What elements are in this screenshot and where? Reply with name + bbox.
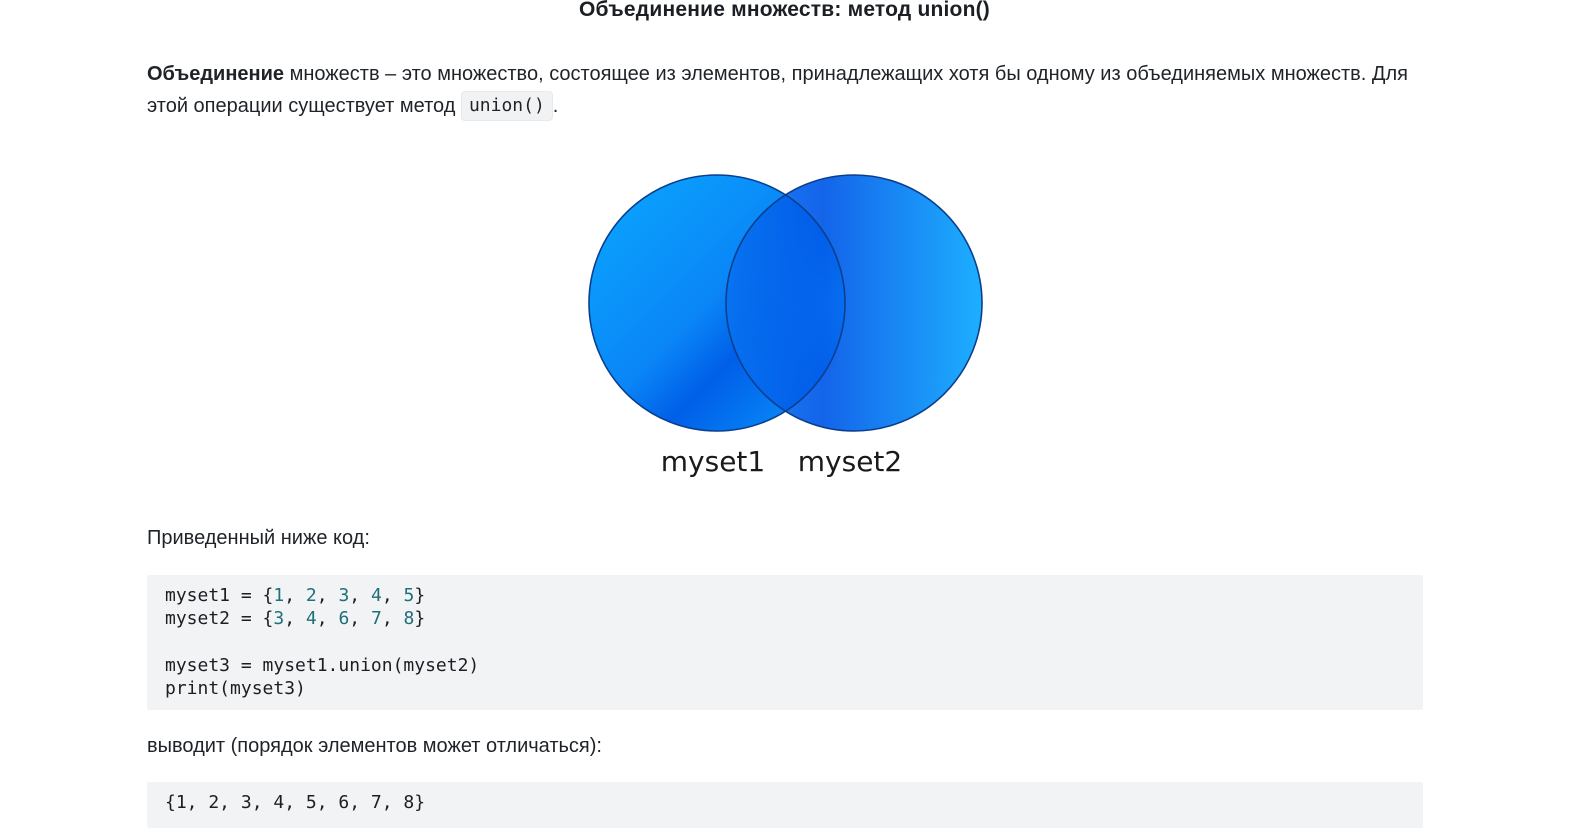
code-intro-text: Приведенный ниже код: (147, 527, 370, 549)
code-line: print(myset3) (165, 678, 306, 700)
code-separator: , (349, 585, 371, 606)
code-separator: , (349, 608, 371, 630)
code-separator: , (284, 608, 306, 630)
code-number: 1 (273, 585, 285, 606)
myset1-label: myset1 (661, 445, 765, 478)
code-number: 3 (273, 608, 285, 630)
code-separator: , (381, 608, 404, 630)
code-text: myset1 = { (165, 585, 274, 606)
code-separator: , (316, 608, 339, 630)
code-number: 4 (305, 608, 317, 630)
myset2-label: myset2 (798, 445, 902, 478)
article-content: Объединение множеств – это множество, со… (147, 52, 1423, 122)
venn-svg: myset1 myset2 (588, 174, 983, 478)
myset1-outline (588, 174, 846, 432)
intro-paragraph: Объединение множеств – это множество, со… (147, 58, 1423, 122)
inline-code-union: union() (460, 91, 553, 121)
intro-bold-term: Объединение (147, 63, 285, 85)
code-text: } (414, 608, 426, 630)
code-number: 2 (305, 585, 317, 606)
output-intro-text: выводит (порядок элементов может отличат… (147, 735, 602, 757)
code-number: 4 (370, 585, 382, 606)
intro-text: множеств – это множество, состоящее из э… (147, 63, 1408, 117)
code-line: myset1 = {1, 2, 3, 4, 5} (165, 584, 1405, 607)
myset2-outline (725, 174, 983, 432)
code-line: myset3 = myset1.union(myset2) (165, 654, 480, 676)
code-separator: , (381, 585, 404, 606)
page-title: Объединение множеств: метод union() (578, 0, 990, 21)
code-text: } (414, 585, 426, 606)
code-number: 3 (338, 585, 350, 606)
code-line (165, 631, 1405, 654)
code-number: 5 (403, 585, 415, 606)
intro-end: . (552, 95, 559, 117)
code-number: 8 (403, 608, 415, 630)
code-separator: , (316, 585, 339, 606)
code-block: myset1 = {1, 2, 3, 4, 5}myset2 = {3, 4, … (147, 575, 1423, 710)
code-separator: , (284, 585, 306, 606)
venn-diagram: myset1 myset2 (580, 165, 990, 490)
code-line: myset2 = {3, 4, 6, 7, 8} (165, 607, 1405, 630)
overlap-shade (726, 175, 845, 431)
code-number: 7 (370, 608, 382, 630)
code-number: 6 (338, 608, 350, 630)
output-block: {1, 2, 3, 4, 5, 6, 7, 8} (147, 782, 1423, 828)
code-text: myset2 = { (165, 608, 274, 630)
